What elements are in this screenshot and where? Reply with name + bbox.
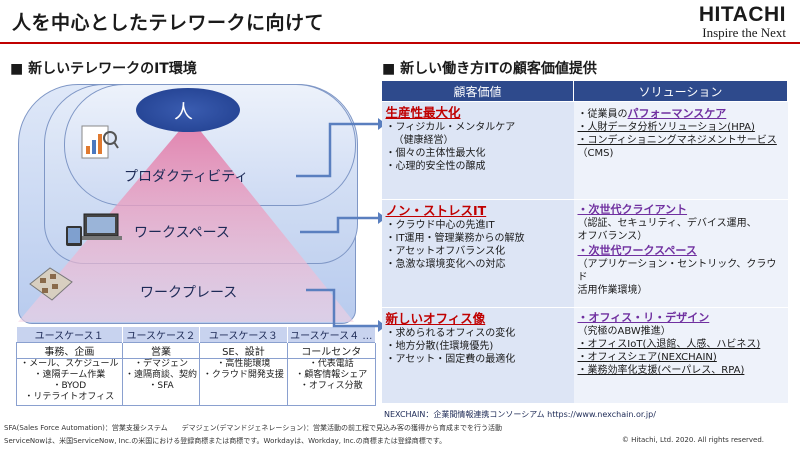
page-title: 人を中心としたテレワークに向けて — [12, 12, 325, 34]
value-title: ノン・ストレスIT — [385, 203, 487, 218]
arrow-workplace — [306, 288, 378, 328]
arrow-workspace — [300, 216, 378, 234]
value-title: 新しいオフィス像 — [385, 311, 486, 326]
usecase-detail-item: ・デマジェン — [133, 359, 188, 369]
nexchain-note: NEXCHAIN：企業間情報連携コンソーシアム https://www.nexc… — [384, 410, 656, 419]
layer-productivity-label: プロダクティビティ — [124, 169, 249, 185]
it-environment-diagram: 人 プロダクティビティ ワークスペース ワークプレース ユースケース１ ユースケ… — [0, 0, 380, 450]
usecase-detail-item: ・リテライトオフィス — [24, 392, 115, 402]
usecase-detail-item: ・メール、スケジュール — [20, 359, 119, 369]
solution-highlight: ・次世代ワークスペース — [577, 244, 697, 257]
usecase-table: ユースケース１ ユースケース２ ユースケース３ ユースケース４ … 事務、企画 … — [16, 327, 377, 406]
usecase-detail-item: ・高性能環境 — [216, 359, 271, 369]
usecase-detail-item: ・遠隔商談、契約 — [124, 370, 197, 380]
usecase-detail-item: ・顧客情報シェア — [295, 370, 368, 380]
left-section-heading: ■ 新しいテレワークのIT環境 — [10, 61, 197, 77]
table-row: ノン・ストレスIT ・クラウド中心の先進IT ・IT運用・管理業務からの解放 ・… — [381, 199, 788, 308]
value-item: ・地方分散(住環境優先) — [385, 341, 494, 352]
usecase-detail-item: ・オフィス分散 — [299, 381, 363, 391]
value-item: ・求められるオフィスの変化 — [385, 328, 516, 339]
usecase-details: ・高性能環境 ・クラウド開発支援 — [199, 358, 288, 406]
value-cell: ノン・ストレスIT ・クラウド中心の先進IT ・IT運用・管理業務からの解放 ・… — [381, 199, 574, 308]
solution-highlight: パフォーマンスケア — [627, 107, 727, 120]
solution-item: （CMS) — [577, 148, 614, 159]
solution-highlight: ・オフィス・リ・デザイン — [577, 311, 710, 324]
usecase-subject: SE、設計 — [199, 342, 288, 359]
person-label: 人 — [174, 101, 194, 123]
usecase-header: ユースケース３ — [199, 327, 288, 343]
usecase-details: ・代表電話 ・顧客情報シェア ・オフィス分散 — [286, 358, 377, 406]
usecase-header: ユースケース４ … — [287, 327, 377, 343]
office-floor-icon — [29, 267, 73, 301]
table-row: 新しいオフィス像 ・求められるオフィスの変化 ・地方分散(住環境優先) ・アセッ… — [381, 307, 788, 404]
value-item: ・アセット・固定費の最適化 — [385, 354, 516, 365]
header-divider — [0, 42, 800, 44]
value-item: （健康経営） — [393, 135, 454, 146]
focus-triangle — [18, 118, 354, 322]
solution-cell: ・オフィス・リ・デザイン （究極のABW推進） ・オフィスIoT(入退館、人感、… — [573, 307, 788, 404]
usecase-detail-item: ・遠隔チーム作業 — [33, 370, 106, 380]
usecase-detail-item: ・SFA — [148, 381, 174, 391]
usecase-header: ユースケース１ — [16, 327, 123, 343]
table-row: 生産性最大化 ・フィジカル・メンタルケア （健康経営） ・個々の主体性最大化 ・… — [381, 101, 788, 200]
layer-workspace-label: ワークスペース — [134, 225, 230, 241]
hitachi-logo: HITACHI Inspire the Next — [699, 4, 786, 40]
usecase-header: ユースケース２ — [122, 327, 201, 343]
value-item: ・急激な環境変化への対応 — [385, 259, 506, 270]
solution-item: ・業務効率化支援(ペーパレス、RPA) — [577, 365, 745, 376]
solution-item: ・コンディショニングマネジメントサービス — [577, 135, 777, 146]
copyright: © Hitachi, Ltd. 2020. All rights reserve… — [621, 436, 764, 444]
usecase-subject: コールセンタ — [286, 342, 377, 359]
solution-item: （究極のABW推進） — [577, 326, 671, 337]
value-title: 生産性最大化 — [385, 105, 461, 120]
right-section-heading: ■ 新しい働き方ITの顧客価値提供 — [382, 61, 597, 77]
devices-icon — [66, 213, 122, 246]
solution-item: ・オフィスシェア(NEXCHAIN) — [577, 352, 717, 363]
footnote-sfa: SFA(Sales Force Automation)：営業支援システム デマジ… — [4, 424, 502, 432]
solution-item: ・人財データ分析ソリューション(HPA) — [577, 122, 755, 133]
solution-item: （認証、セキュリティ、デバイス運用、 — [577, 218, 757, 229]
usecase-details: ・デマジェン ・遠隔商談、契約 ・SFA — [121, 358, 201, 406]
chart-document-icon — [81, 125, 119, 159]
value-item: ・個々の主体性最大化 — [385, 148, 486, 159]
value-item: ・フィジカル・メンタルケア — [385, 122, 516, 133]
value-cell: 生産性最大化 ・フィジカル・メンタルケア （健康経営） ・個々の主体性最大化 ・… — [381, 101, 574, 200]
usecase-detail-item: ・クラウド開発支援 — [202, 370, 284, 380]
solution-item: オフバランス） — [577, 231, 648, 242]
layer-workplace-label: ワークプレース — [140, 285, 238, 301]
solution-highlight: ・次世代クライアント — [577, 203, 688, 216]
column-header-solution: ソリューション — [573, 80, 788, 102]
column-header-value: 顧客価値 — [381, 80, 574, 102]
person-ellipse — [136, 88, 240, 132]
value-item: ・クラウド中心の先進IT — [385, 220, 495, 231]
logo-brand: HITACHI — [698, 3, 786, 26]
solution-item: ・オフィスIoT(入退館、人感、ハビネス) — [577, 339, 761, 350]
customer-value-table: 顧客価値 ソリューション 生産性最大化 ・フィジカル・メンタルケア （健康経営）… — [381, 80, 788, 404]
usecase-subject: 営業 — [121, 342, 201, 359]
value-item: ・心理的安全性の醸成 — [385, 161, 486, 172]
solution-item: （アプリケーション・セントリック、クラウド — [577, 259, 777, 283]
arrow-productivity — [296, 122, 378, 178]
logo-tagline: Inspire the Next — [702, 25, 786, 40]
solution-cell: ・次世代クライアント （認証、セキュリティ、デバイス運用、 オフバランス） ・次… — [573, 199, 788, 308]
usecase-detail-item: ・代表電話 — [308, 359, 354, 369]
usecase-detail-item: ・BYOD — [52, 381, 87, 391]
value-item: ・アセットオフバランス化 — [385, 246, 506, 257]
solution-cell: ・従業員のパフォーマンスケア ・人財データ分析ソリューション(HPA) ・コンデ… — [573, 101, 788, 200]
footnote-trademark: ServiceNowは、米国ServiceNow, Inc.の米国における登録商… — [4, 437, 447, 445]
solution-item: 活用作業環境） — [577, 285, 648, 296]
usecase-details: ・メール、スケジュール ・遠隔チーム作業 ・BYOD ・リテライトオフィス — [16, 358, 123, 406]
solution-item: ・従業員のパフォーマンスケア — [577, 107, 727, 120]
value-item: ・IT運用・管理業務からの解放 — [385, 233, 525, 244]
value-cell: 新しいオフィス像 ・求められるオフィスの変化 ・地方分散(住環境優先) ・アセッ… — [381, 307, 574, 404]
